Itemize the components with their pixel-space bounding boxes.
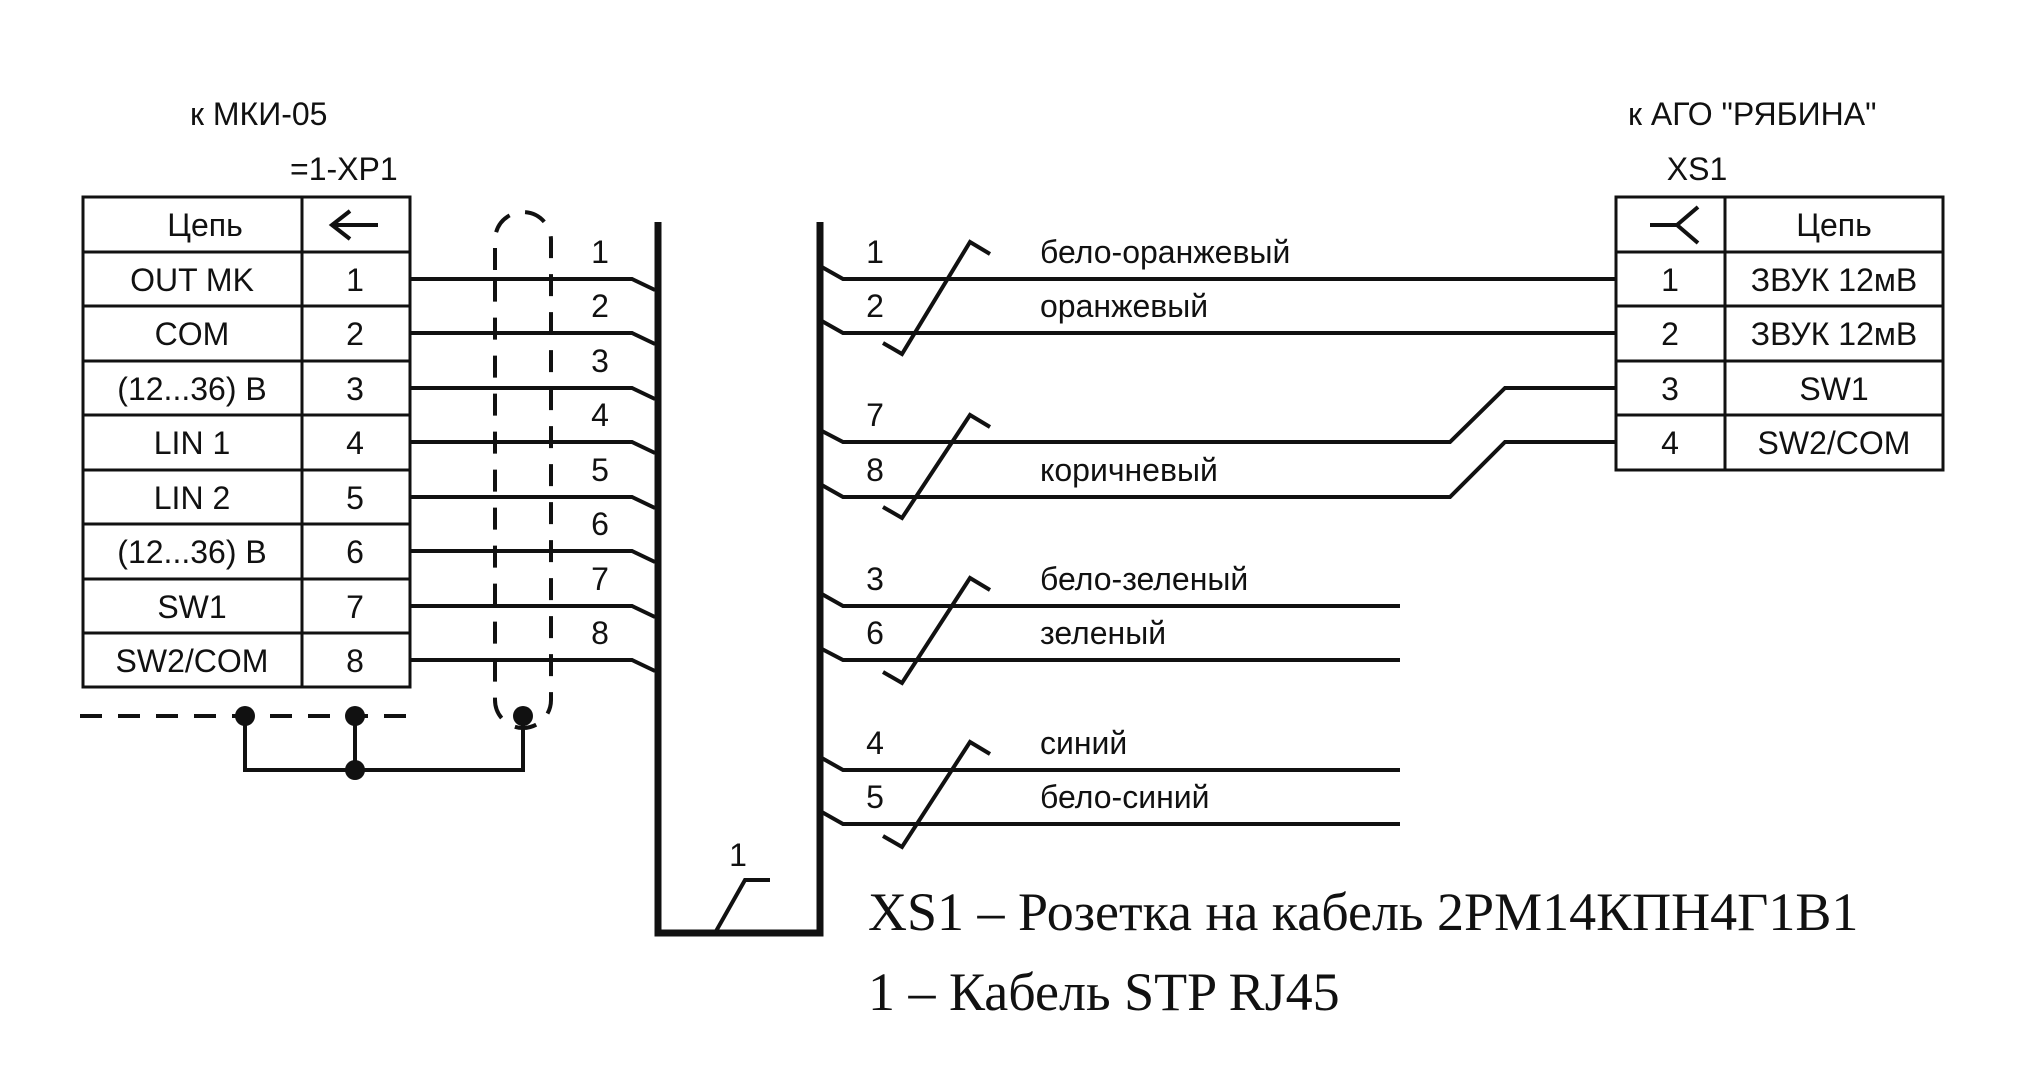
cable-wire-number: 5	[591, 452, 609, 488]
pair-wire-number: 4	[866, 725, 884, 761]
left-connector-label: =1-XP1	[290, 151, 398, 187]
twisted-pair-green	[819, 575, 1400, 686]
pair-wire-color: зеленый	[1040, 615, 1166, 651]
left-row-pin: 7	[346, 589, 364, 625]
pair-wire-number: 8	[866, 452, 884, 488]
left-header-circuit: Цепь	[167, 207, 242, 243]
socket-icon	[1650, 205, 1700, 245]
right-row-pin: 2	[1661, 316, 1679, 352]
pair-wire-number: 7	[866, 397, 884, 433]
pair-wire-number: 2	[866, 288, 884, 324]
note-connector: XS1 – Розетка на кабель 2РМ14КПН4Г1В1	[868, 882, 1858, 942]
left-row-pin: 2	[346, 316, 364, 352]
left-row-circuit: LIN 2	[154, 480, 230, 516]
right-destination-label: к АГО "РЯБИНА"	[1628, 96, 1876, 132]
right-row-circuit: SW2/COM	[1758, 425, 1911, 461]
pair-wire-color: бело-оранжевый	[1040, 234, 1290, 270]
cable-wire-number: 8	[591, 615, 609, 651]
left-row-pin: 8	[346, 643, 364, 679]
junction-dot	[345, 706, 365, 726]
left-row-circuit: SW1	[157, 589, 226, 625]
right-row-pin: 3	[1661, 371, 1679, 407]
pair-wire-number: 3	[866, 561, 884, 597]
left-row-circuit: SW2/COM	[116, 643, 269, 679]
left-row-pin: 6	[346, 534, 364, 570]
left-wires	[410, 277, 656, 673]
left-row-pin: 4	[346, 425, 364, 461]
junction-dot	[235, 706, 255, 726]
left-row-circuit: (12...36) B	[117, 534, 266, 570]
junction-dot	[345, 760, 365, 780]
left-connector-table: Цепь OUT MK 1 COM 2 (12...36) B 3 LIN 1 …	[81, 195, 412, 689]
left-row-circuit: LIN 1	[154, 425, 230, 461]
right-row-pin: 4	[1661, 425, 1679, 461]
left-row-pin: 5	[346, 480, 364, 516]
plug-arrow-icon	[328, 209, 378, 241]
twisted-pair-brown	[819, 386, 1616, 521]
cable-wire-number: 4	[591, 397, 609, 433]
junction-dot	[513, 706, 533, 726]
note-cable: 1 – Кабель STP RJ45	[868, 962, 1340, 1022]
right-connector-table: Цепь 1 ЗВУК 12мВ 2 ЗВУК 12мВ 3 SW1 4 SW2…	[1614, 195, 1945, 472]
right-row-pin: 1	[1661, 262, 1679, 298]
right-row-circuit: SW1	[1799, 371, 1868, 407]
left-destination-label: к МКИ-05	[190, 96, 327, 132]
cable-wire-number: 7	[591, 561, 609, 597]
pair-wire-color: оранжевый	[1040, 288, 1208, 324]
left-row-pin: 3	[346, 371, 364, 407]
pair-wire-number: 1	[866, 234, 884, 270]
right-connector-label: XS1	[1667, 151, 1727, 187]
twisted-pair-orange	[819, 239, 1616, 357]
cable-wire-number: 6	[591, 506, 609, 542]
cable-label: 1	[729, 837, 747, 873]
cable-trunk	[654, 222, 824, 937]
pair-wire-color: бело-синий	[1040, 779, 1209, 815]
right-header-circuit: Цепь	[1796, 207, 1871, 243]
ground-bus	[80, 706, 533, 780]
left-row-circuit: OUT MK	[130, 262, 254, 298]
left-row-circuit: COM	[155, 316, 230, 352]
cable-shield	[493, 210, 553, 730]
right-row-circuit: ЗВУК 12мВ	[1751, 316, 1917, 352]
cable-wire-number: 3	[591, 343, 609, 379]
pair-wire-color: коричневый	[1040, 452, 1218, 488]
cable-wire-number: 2	[591, 288, 609, 324]
pair-wire-number: 6	[866, 615, 884, 651]
left-row-circuit: (12...36) B	[117, 371, 266, 407]
pair-wire-color: бело-зеленый	[1040, 561, 1248, 597]
twisted-pair-blue	[819, 739, 1400, 850]
pair-wire-number: 5	[866, 779, 884, 815]
right-row-circuit: ЗВУК 12мВ	[1751, 262, 1917, 298]
pair-wire-color: синий	[1040, 725, 1127, 761]
cable-wire-number: 1	[591, 234, 609, 270]
left-row-pin: 1	[346, 262, 364, 298]
